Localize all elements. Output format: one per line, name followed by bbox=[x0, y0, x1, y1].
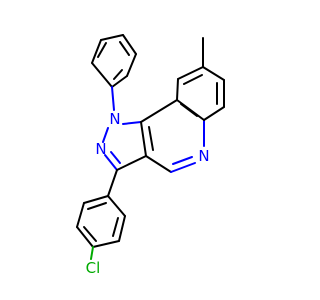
bond-c5a-c9a-inner bbox=[180, 103, 198, 117]
bond-c3a-c9b bbox=[140, 121, 147, 157]
bond-c3a-c9b-double bbox=[148, 126, 154, 151]
atom-n1-label: N bbox=[109, 110, 120, 128]
bond-phenyl-2 bbox=[91, 39, 102, 64]
bond-c9a-c9b bbox=[140, 99, 178, 123]
bond-aryl-2 bbox=[76, 202, 85, 228]
bonds bbox=[76, 34, 225, 260]
bond-aryl-4 bbox=[92, 240, 120, 248]
atom-n2-label: N bbox=[95, 140, 106, 158]
bond-n1-phenyl bbox=[111, 86, 115, 111]
bond-c7-c8 bbox=[202, 66, 225, 81]
bond-aryl-1b bbox=[87, 202, 107, 210]
structure-svg: N N N Cl bbox=[76, 34, 225, 277]
bond-c3-aryl bbox=[107, 169, 118, 197]
bond-c5a-c6 bbox=[203, 106, 225, 121]
bond-phenyl-3 bbox=[100, 34, 124, 41]
bond-c9-c9a bbox=[176, 78, 179, 101]
bond-aryl-5b bbox=[112, 217, 119, 237]
bond-aryl-cl bbox=[90, 246, 94, 260]
molecule-diagram: N N N Cl bbox=[76, 34, 225, 277]
bond-n1-n2 bbox=[102, 127, 109, 143]
atom-n5-label: N bbox=[198, 147, 209, 165]
bond-aryl-6 bbox=[107, 195, 126, 217]
bond-aryl-3 bbox=[76, 226, 94, 248]
atom-labels: N N N Cl bbox=[86, 110, 210, 277]
bond-n2-c3-double bbox=[110, 151, 121, 164]
bond-c4-n5 bbox=[170, 162, 196, 173]
bond-aryl-3b bbox=[83, 226, 97, 242]
bond-c8-c9 bbox=[177, 66, 204, 80]
bond-phenyl-4b bbox=[119, 41, 130, 56]
bond-n2-c3 bbox=[104, 154, 118, 171]
bond-c4-n5-double bbox=[172, 156, 193, 165]
bond-c3a-c4 bbox=[145, 155, 172, 173]
bond-phenyl-6 bbox=[111, 75, 128, 88]
bond-phenyl-4 bbox=[122, 34, 137, 55]
atom-cl-label: Cl bbox=[86, 259, 101, 277]
bond-n1-c9b bbox=[122, 121, 142, 125]
bond-phenyl-2b bbox=[97, 42, 107, 58]
bond-c8-c9-double bbox=[183, 74, 203, 85]
bond-c3-c3a bbox=[116, 155, 147, 171]
bond-phenyl-1 bbox=[91, 62, 113, 88]
bond-aryl-1 bbox=[83, 195, 109, 204]
bond-phenyl-5 bbox=[126, 53, 137, 77]
bond-phenyl-6b bbox=[113, 69, 123, 80]
bond-aryl-5 bbox=[118, 215, 126, 242]
